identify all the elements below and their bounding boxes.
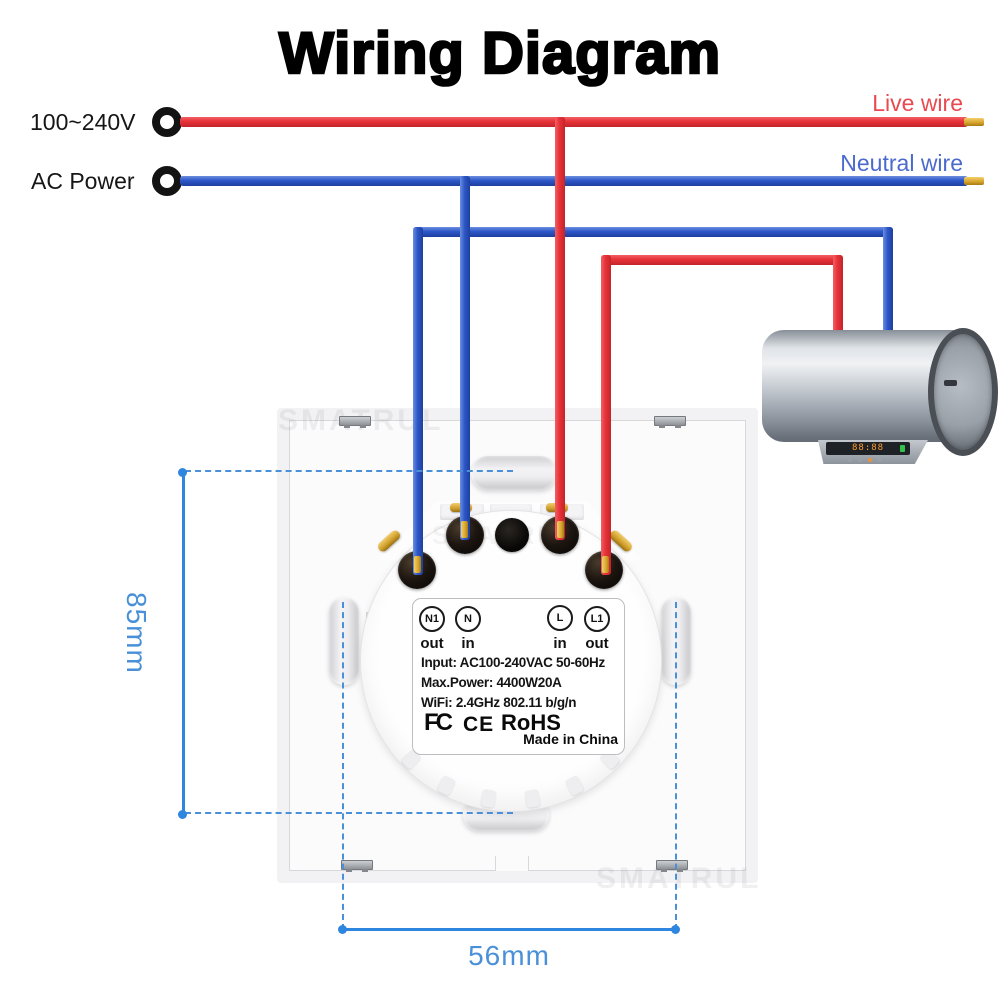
dim-line-85mm xyxy=(182,473,185,815)
live-branch-wire xyxy=(601,255,843,265)
page-title: Wiring Diagram xyxy=(278,20,722,88)
mount-clip-top-right xyxy=(654,416,686,428)
live-out-wire xyxy=(601,255,611,575)
module-tooth xyxy=(480,789,497,808)
heater-button-icon xyxy=(858,458,862,462)
spec-max-power: Max.Power: 4400W20A xyxy=(421,675,562,690)
spec-wifi: WiFi: 2.4GHz 802.11 b/g/n xyxy=(421,695,577,710)
dim-dash-top xyxy=(185,470,513,472)
heater-button-icon xyxy=(848,458,852,462)
dim-dot xyxy=(178,810,187,819)
terminal-label-n: N xyxy=(455,606,481,632)
terminal-dir-l1: out xyxy=(585,635,609,652)
neutral-wire-label: Neutral wire xyxy=(840,150,963,176)
live-in-wire xyxy=(555,117,565,540)
heater-button-icon xyxy=(868,458,872,462)
spec-input: Input: AC100-240VAC 50-60Hz xyxy=(421,655,605,670)
terminal-dir-n: in xyxy=(461,635,475,652)
terminal-dir-n1: out xyxy=(420,635,444,652)
ac-power-label: AC Power xyxy=(31,168,135,194)
dim-dot xyxy=(671,925,680,934)
terminal-dir-l: in xyxy=(553,635,567,652)
dim-label-85mm: 85mm xyxy=(121,592,152,674)
heater-button-icon xyxy=(878,458,882,462)
neutral-wire xyxy=(180,176,968,186)
live-terminal-ring-icon xyxy=(152,107,182,137)
live-wire-tip-icon xyxy=(964,118,984,126)
water-heater-end-cap xyxy=(928,328,998,456)
heater-cap-handle-icon xyxy=(944,380,957,386)
voltage-label: 100~240V xyxy=(30,109,136,135)
neutral-wire-tip-icon xyxy=(964,177,984,185)
spec-label: N1 N L L1 out in in out Input: AC100-240… xyxy=(412,598,625,755)
mount-clip-bottom-right xyxy=(656,860,688,872)
panel-bottom-notch xyxy=(495,856,529,871)
neutral-branch-wire xyxy=(413,227,893,237)
mount-clip-bottom-left xyxy=(341,860,373,872)
module-tooth xyxy=(524,789,541,808)
terminal-label-l: L xyxy=(547,605,573,631)
pill-top xyxy=(471,456,557,490)
terminal-label-l1: L1 xyxy=(584,606,610,632)
terminal-label-n1: N1 xyxy=(419,606,445,632)
center-hole xyxy=(495,518,529,552)
dim-dash-bottom xyxy=(185,812,513,814)
heater-display: 88:88 xyxy=(826,442,910,455)
dim-dot xyxy=(178,468,187,477)
dim-dot xyxy=(338,925,347,934)
dim-dash-left xyxy=(342,602,344,930)
rohs-logo-icon: RoHS xyxy=(501,710,561,735)
heater-neutral-wire xyxy=(883,227,893,340)
wire-ferrule xyxy=(414,556,421,573)
heater-display-digits: 88:88 xyxy=(852,443,885,453)
pill-left xyxy=(329,597,359,685)
live-wire xyxy=(180,117,968,127)
wire-ferrule xyxy=(461,521,468,538)
wire-ferrule xyxy=(602,556,609,573)
mount-clip-top-left xyxy=(339,416,371,428)
neutral-terminal-ring-icon xyxy=(152,166,182,196)
heater-live-wire xyxy=(833,255,843,345)
ce-logo-icon: CE xyxy=(463,713,495,736)
wire-ferrule xyxy=(557,521,564,538)
live-wire-label: Live wire xyxy=(872,90,963,116)
dim-line-56mm xyxy=(342,928,676,931)
fcc-logo-icon: FC xyxy=(424,709,453,736)
neutral-out-wire xyxy=(413,227,423,575)
origin-label: Made in China xyxy=(523,731,618,747)
dim-dash-right xyxy=(675,602,677,930)
heater-power-led-icon xyxy=(900,445,905,452)
neutral-in-wire xyxy=(460,176,470,540)
dim-label-56mm: 56mm xyxy=(468,940,550,971)
